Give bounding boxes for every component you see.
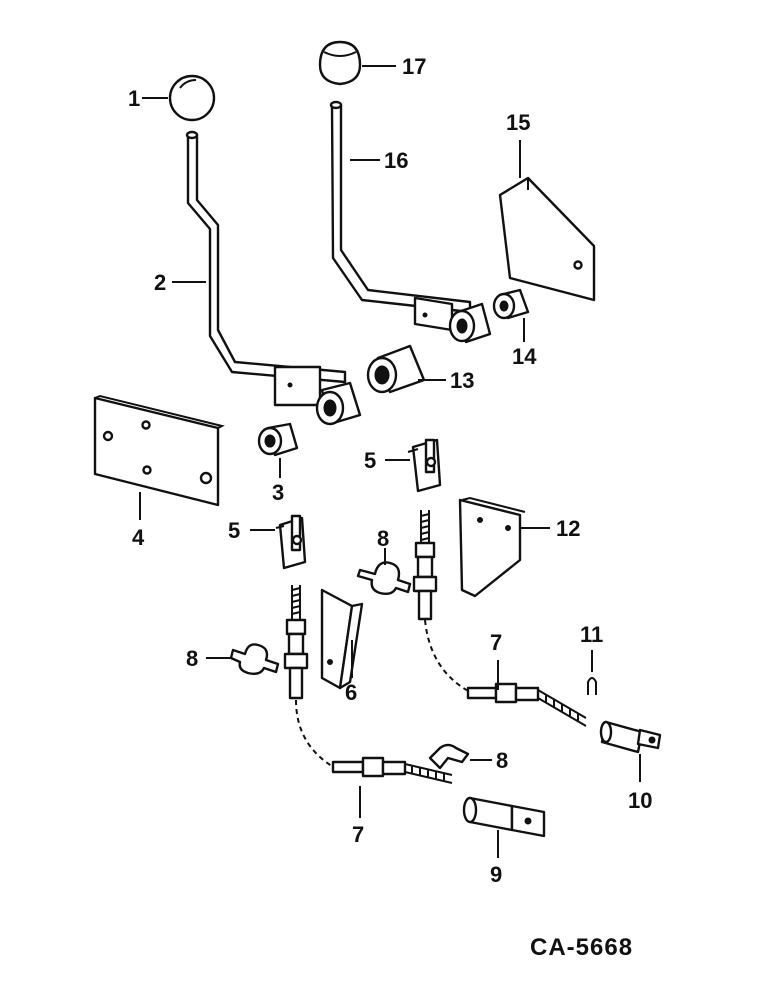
callout-3: 3 [272, 480, 284, 505]
callout-12: 12 [556, 516, 580, 541]
part-4-mounting-plate [93, 394, 225, 507]
part-16-shift-lever [329, 100, 492, 344]
callout-8b: 8 [186, 646, 198, 671]
part-5-clevis-right [407, 438, 442, 493]
callout-9: 9 [490, 862, 502, 887]
callout-5a: 5 [228, 518, 240, 543]
part-9-adapter [462, 796, 546, 838]
part-8-clamp-upper [356, 561, 412, 596]
part-11-retaining-clip [587, 677, 597, 695]
figure-reference-code: CA-5668 [530, 934, 633, 961]
callout-17: 17 [402, 54, 426, 79]
part-8-clamp-left [229, 643, 280, 676]
part-3-bushing [257, 422, 299, 457]
part-5-clevis-left [275, 514, 307, 570]
callout-7a: 7 [352, 822, 364, 847]
part-14-bushing [492, 288, 530, 320]
callout-6: 6 [345, 680, 357, 705]
part-7-cable-right [412, 510, 587, 727]
callout-1: 1 [128, 86, 140, 111]
callout-14: 14 [512, 344, 537, 369]
callout-11: 11 [580, 622, 603, 647]
callout-7b: 7 [490, 630, 502, 655]
part-7-cable-left [283, 585, 453, 784]
callout-4: 4 [132, 525, 145, 550]
part-15-bracket [498, 176, 596, 302]
part-2-shift-lever [185, 130, 362, 426]
part-12-bracket [458, 496, 526, 598]
callout-13: 13 [450, 368, 474, 393]
part-13-sleeve [366, 344, 426, 394]
callout-5b: 5 [364, 448, 376, 473]
callout-8a: 8 [377, 526, 389, 551]
part-1-shift-knob [168, 74, 216, 122]
callout-16: 16 [384, 148, 408, 173]
callout-15: 15 [506, 110, 530, 135]
callout-2: 2 [154, 270, 166, 295]
part-17-shift-knob [318, 40, 362, 86]
part-6-bracket [320, 588, 364, 690]
part-8-clamp-lower [428, 743, 470, 770]
part-10-clevis [599, 720, 662, 754]
callout-8c: 8 [496, 748, 508, 773]
callout-10: 10 [628, 788, 652, 813]
